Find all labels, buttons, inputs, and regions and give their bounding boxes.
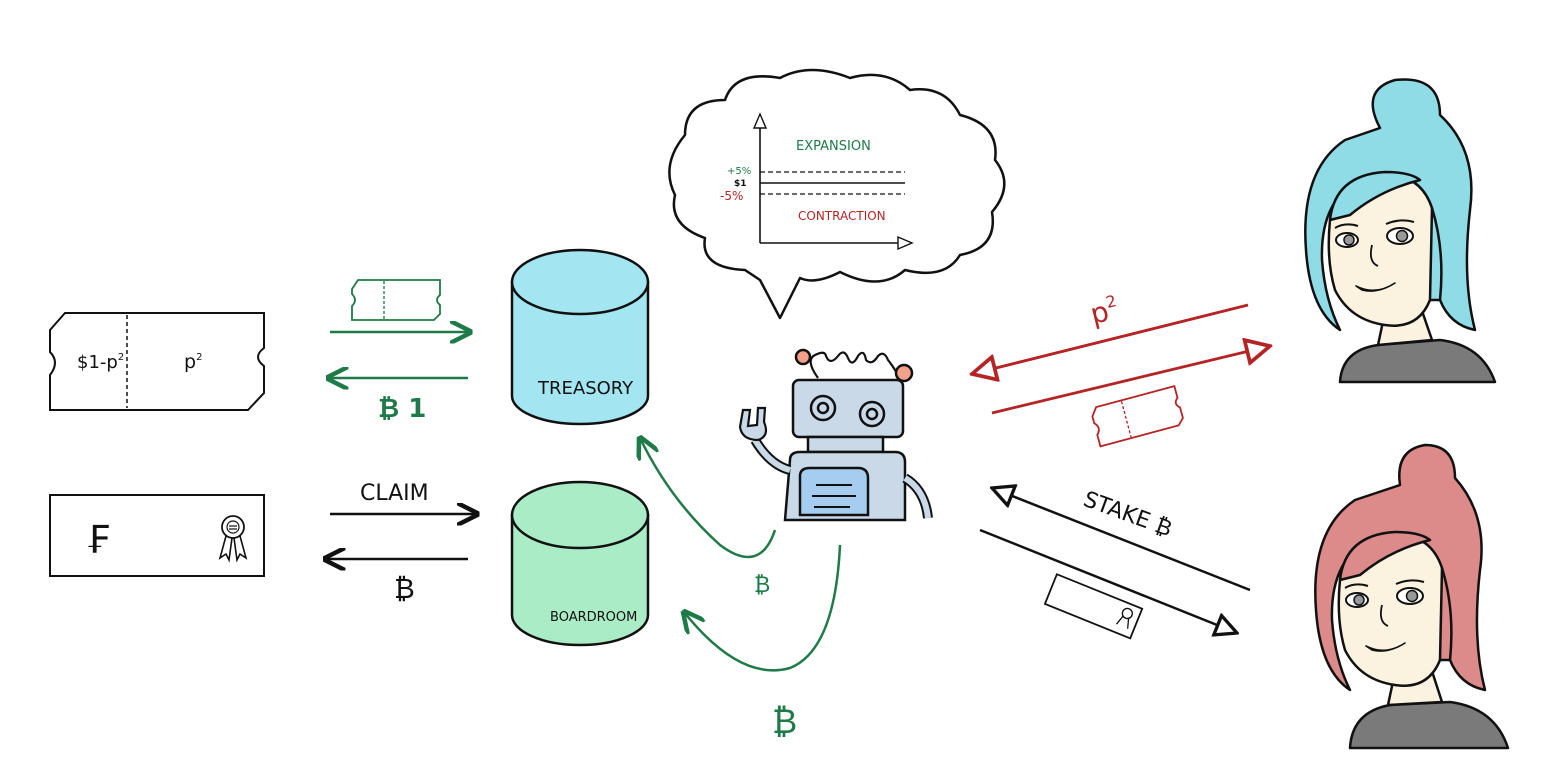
treasury-cylinder: TREASORY xyxy=(510,248,650,426)
expansion-label: EXPANSION xyxy=(796,139,871,154)
small-share-card-icon xyxy=(1043,573,1144,640)
bond-purchase-arrows: ₿ 1 xyxy=(328,279,470,424)
award-ribbon-icon xyxy=(218,515,248,563)
robot-to-treasury-label: ₿ xyxy=(754,573,770,598)
peg-chart: +5% $1 -5% EXPANSION CONTRACTION xyxy=(720,112,914,251)
treasury-return-label: ₿ 1 xyxy=(378,394,426,424)
stake-label: STAKE ₿ xyxy=(1080,487,1175,542)
thought-bubble: +5% $1 -5% EXPANSION CONTRACTION xyxy=(668,68,1006,320)
treasury-label: TREASORY xyxy=(537,378,634,399)
arrow-stake-to-robot xyxy=(992,488,1251,592)
arrow-user-to-robot-red xyxy=(972,303,1249,374)
claim-label: CLAIM xyxy=(360,481,429,506)
arrow-robot-to-user-red xyxy=(991,346,1270,415)
bond-right-text: p2 xyxy=(184,351,202,373)
user-price-label: p2 xyxy=(1087,291,1122,331)
boardroom-label: BOARDROOM xyxy=(550,610,637,625)
robot-to-boardroom-label: ₿ xyxy=(772,702,797,742)
robot-flows: ₿ ₿ xyxy=(640,438,842,742)
small-bond-ticket-red-icon xyxy=(1091,385,1184,448)
peg-label: $1 xyxy=(734,179,747,189)
bond-left-text: $1-p2 xyxy=(77,352,124,373)
boardroom-return-label: ₿ xyxy=(394,572,415,605)
arrow-robot-to-treasury xyxy=(640,438,777,559)
share-symbol: ₣ xyxy=(86,518,110,562)
user-avatar-blue xyxy=(1304,78,1497,384)
share-card: ₣ xyxy=(49,494,265,577)
small-bond-ticket-green-icon xyxy=(351,279,441,321)
arrow-robot-to-staker xyxy=(979,528,1237,633)
user-avatar-pink xyxy=(1314,443,1510,750)
minus-band-label: -5% xyxy=(720,189,743,203)
claim-arrows: CLAIM ₿ xyxy=(325,481,477,605)
bond-sale-flows: p2 xyxy=(972,291,1270,448)
plus-band-label: +5% xyxy=(727,166,751,177)
boardroom-cylinder: BOARDROOM xyxy=(510,480,650,647)
arrow-robot-to-boardroom xyxy=(684,544,842,672)
stake-flows: STAKE ₿ xyxy=(979,487,1251,640)
bond-ticket: $1-p2 p2 xyxy=(49,312,265,411)
contraction-label: CONTRACTION xyxy=(798,209,886,223)
robot xyxy=(738,348,933,522)
